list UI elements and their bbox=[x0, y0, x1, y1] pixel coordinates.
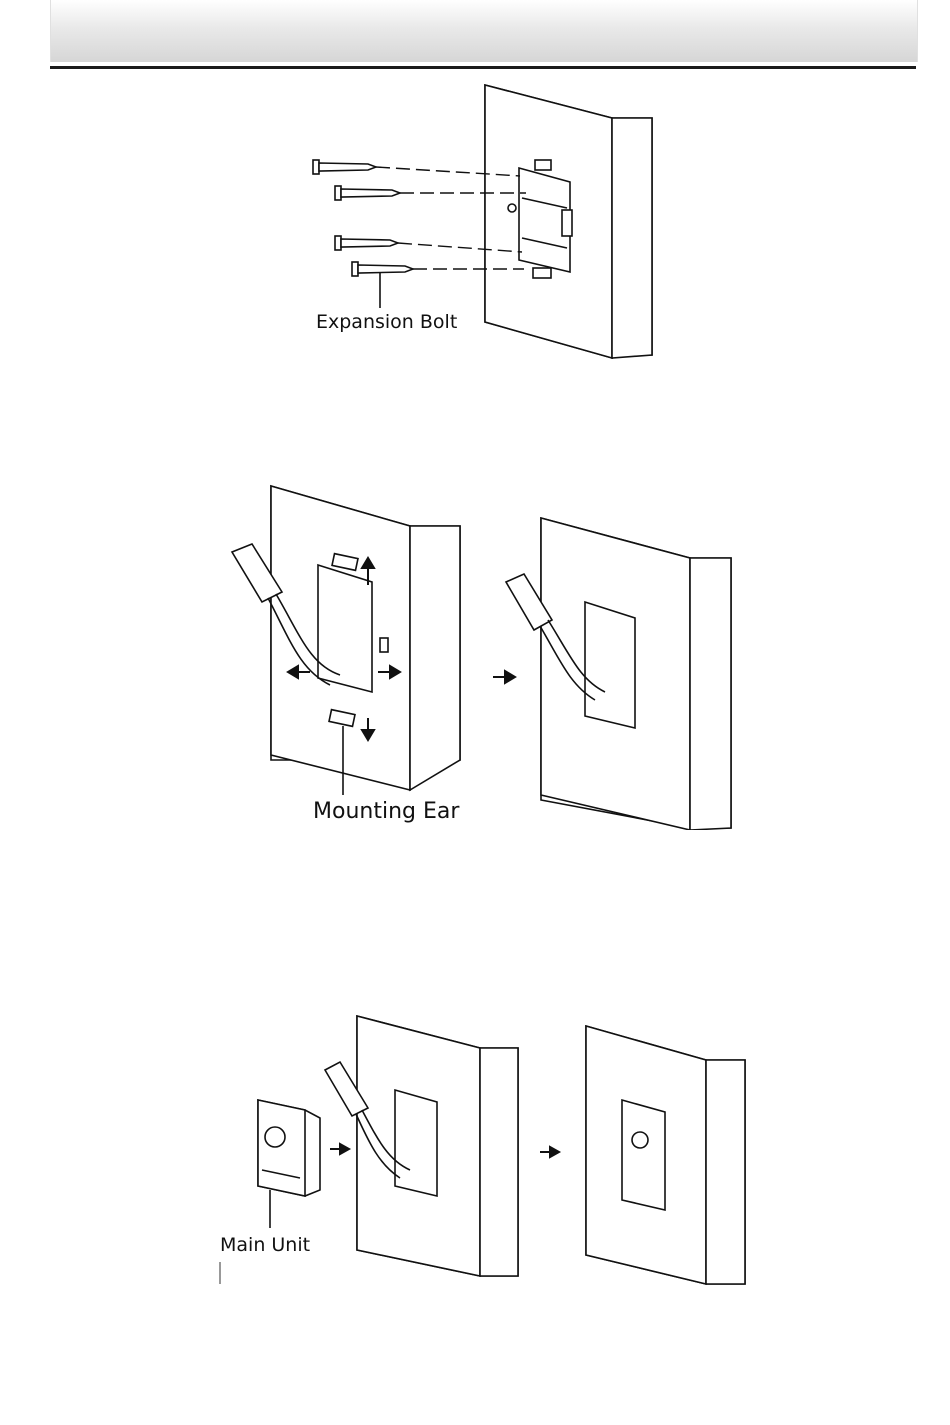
callout-main-unit: Main Unit bbox=[220, 1234, 310, 1256]
back-box-top-tab bbox=[535, 160, 551, 170]
main-unit-diagram: Main Unit bbox=[0, 1000, 950, 1300]
installed-unit bbox=[622, 1100, 665, 1210]
back-box-middle bbox=[395, 1090, 437, 1196]
figure-main-unit: Main Unit bbox=[0, 1000, 950, 1300]
wall-right-side bbox=[690, 558, 731, 830]
back-box-bottom-tab bbox=[533, 268, 551, 278]
wall-left-side bbox=[410, 526, 460, 790]
main-unit-face bbox=[258, 1100, 305, 1196]
expansion-bolt-diagram: Expansion Bolt bbox=[0, 0, 950, 380]
camera-lens bbox=[265, 1127, 285, 1147]
figure-mounting-ear: Mounting Ear bbox=[0, 470, 950, 830]
mounting-ear-diagram: Mounting Ear bbox=[0, 470, 950, 830]
figure-expansion-bolts: Expansion Bolt bbox=[0, 0, 950, 380]
wall-side bbox=[612, 118, 652, 358]
callout-expansion-bolt: Expansion Bolt bbox=[316, 311, 457, 333]
back-box-right bbox=[585, 602, 635, 728]
back-box-left bbox=[318, 565, 372, 692]
wall-middle-side bbox=[480, 1048, 518, 1276]
callout-mounting-ear: Mounting Ear bbox=[313, 799, 460, 824]
wall-right-side bbox=[706, 1060, 745, 1284]
